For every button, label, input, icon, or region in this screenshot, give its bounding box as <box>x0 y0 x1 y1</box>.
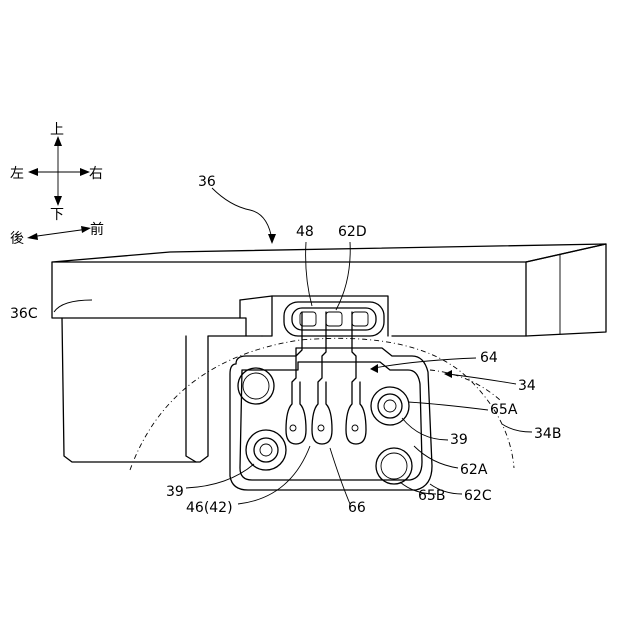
label-62A: 62A <box>460 462 488 478</box>
label-46-42: 46(42) <box>186 500 233 516</box>
label-62D: 62D <box>338 224 367 240</box>
label-48: 48 <box>296 224 314 240</box>
label-64: 64 <box>480 350 498 366</box>
label-34: 34 <box>518 378 536 394</box>
label-39-right: 39 <box>450 432 468 448</box>
label-66: 66 <box>348 500 366 516</box>
label-36C: 36C <box>10 306 38 322</box>
boss-upper-left <box>238 368 274 404</box>
opening-65B <box>376 448 412 484</box>
boss-39-left <box>246 430 286 470</box>
label-62C: 62C <box>464 488 492 504</box>
direction-up: 上 <box>50 122 64 138</box>
terminals-66 <box>286 312 366 444</box>
leader-lines <box>54 188 532 504</box>
label-39-left: 39 <box>166 484 184 500</box>
label-34B: 34B <box>534 426 561 442</box>
label-65B: 65B <box>418 488 445 504</box>
direction-left: 左 <box>10 166 24 182</box>
label-36: 36 <box>198 174 216 190</box>
housing-36 <box>52 244 606 462</box>
outline-34 <box>430 370 500 400</box>
label-65A: 65A <box>490 402 518 418</box>
direction-indicator: 上 下 左 右 後 前 <box>10 122 104 247</box>
direction-rear: 後 <box>10 231 24 247</box>
connector-opening-62D <box>284 302 384 336</box>
direction-right: 右 <box>89 166 103 182</box>
direction-front: 前 <box>90 221 104 238</box>
direction-down: 下 <box>50 207 64 223</box>
